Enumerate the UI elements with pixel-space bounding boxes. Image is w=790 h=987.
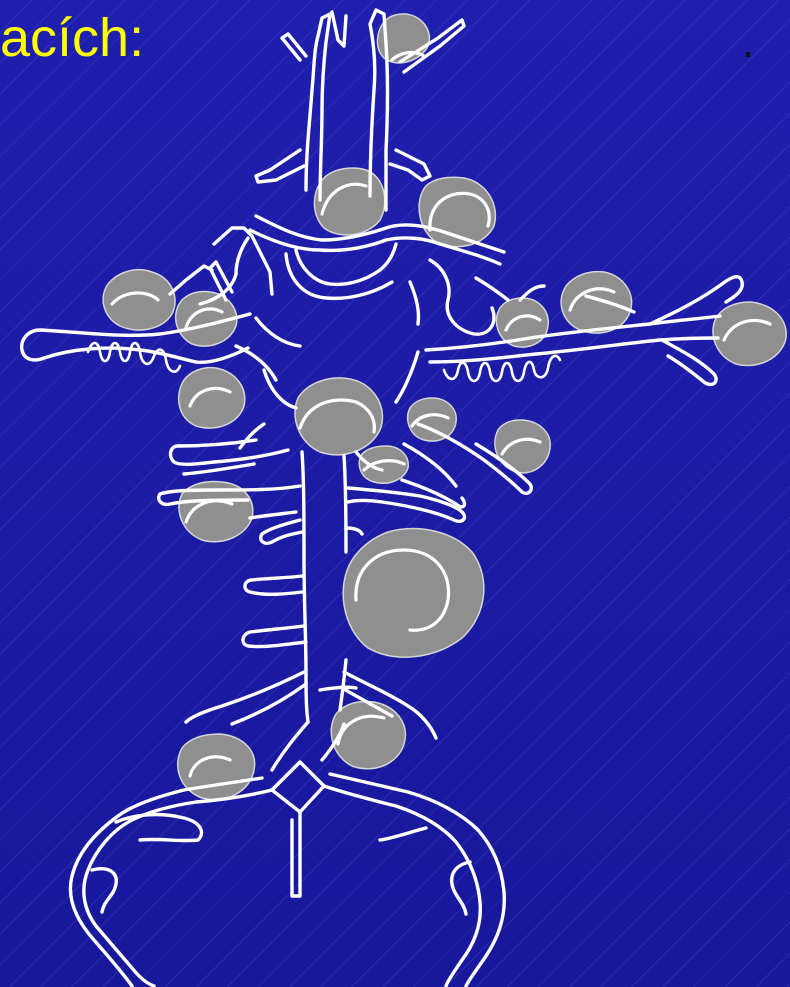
aneurysm-pca-right (495, 420, 550, 473)
basilar-artery (302, 452, 346, 722)
aneurysm-pcom-right (408, 398, 457, 441)
aneurysm-pica-right (331, 702, 405, 769)
aneurysm-giant-vertebrobasilar (343, 529, 484, 658)
vertebral-arteries (70, 722, 504, 986)
aneurysm-acom-left (314, 168, 384, 235)
aneurysm-basilar-tip (295, 378, 383, 455)
aneurysm-mca-right-distal (713, 302, 786, 366)
aneurysm-mca-right-far (561, 272, 631, 333)
aneurysm-mca-left-far (103, 270, 175, 330)
vessel-group (22, 10, 743, 986)
aneurysm-group (103, 14, 786, 800)
aneurysm-ica-left (179, 368, 245, 428)
